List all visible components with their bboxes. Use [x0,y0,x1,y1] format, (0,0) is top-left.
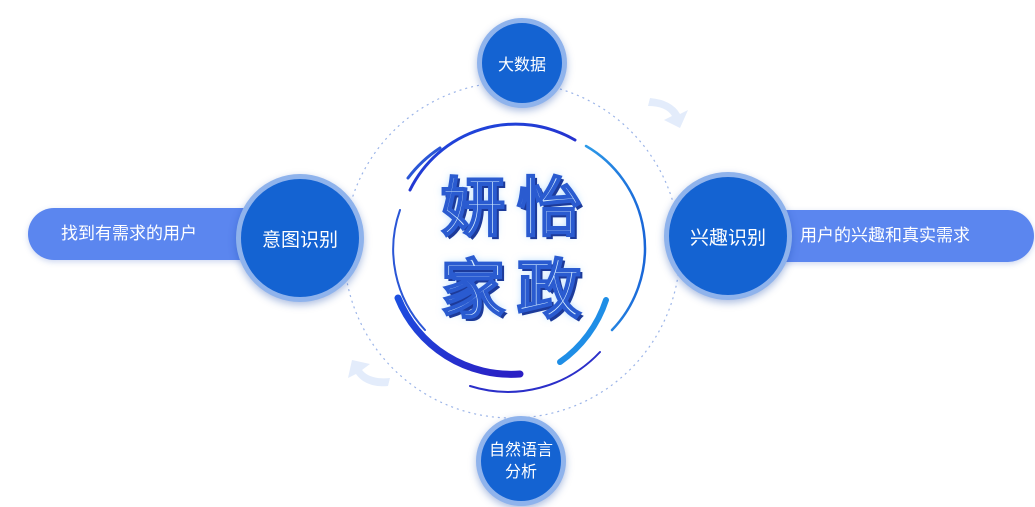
curved-arrow-icon-bottom-left [348,360,390,387]
node-interest-recognition: 兴趣识别 [664,172,792,300]
inner-arc-right-thick [557,297,609,365]
center-title-char-1: 妍 [440,172,506,246]
inner-arc-bottom-thin [469,351,601,393]
inner-arc-top [408,122,577,192]
outer-dotted-ring [343,81,681,419]
inner-arc-right [584,144,647,332]
inner-arc-bottom-thick [394,294,524,378]
node-big-data-label: 大数据 [497,55,546,74]
pill-left-text: 找到有需求的用户 [61,224,197,244]
node-intent-recognition: 意图识别 [236,174,364,302]
inner-arc-left-small [406,146,442,180]
node-nlp-analysis-label: 自然语言 分析 [481,439,561,483]
node-nlp-line1: 自然语言 [488,440,553,459]
node-intent-recognition-label: 意图识别 [261,228,338,251]
node-interest-recognition-label: 兴趣识别 [689,226,766,249]
center-title-char-3: 家 [440,254,506,328]
node-nlp-analysis: 自然语言 分析 [476,416,566,506]
inner-arc-left [392,209,426,331]
curved-arrow-icon-top-right [648,98,688,128]
node-nlp-line2: 分析 [504,462,537,481]
center-title-char-4: 政 [516,254,582,328]
center-title-char-2: 怡 [516,172,582,246]
pill-right-text: 用户的兴趣和真实需求 [800,226,970,246]
node-big-data: 大数据 [477,18,567,108]
